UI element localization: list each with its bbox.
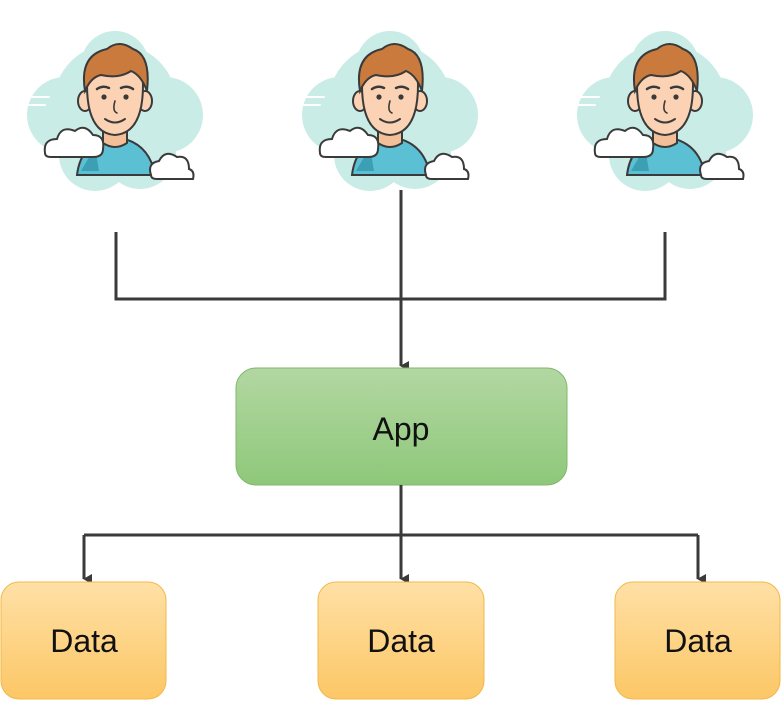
data-node-1: Data xyxy=(0,581,167,700)
connector-left-user xyxy=(114,232,401,301)
app-label: App xyxy=(373,411,430,447)
data-label: Data xyxy=(664,623,732,659)
app-node: App xyxy=(235,367,568,486)
data-label: Data xyxy=(367,623,435,659)
data-node-3: Data xyxy=(614,581,781,700)
connector-right-user xyxy=(401,232,667,301)
user-connectors xyxy=(114,190,667,371)
user-avatar-icon xyxy=(17,29,205,193)
data-label: Data xyxy=(50,623,118,659)
data-node-2: Data xyxy=(317,581,485,700)
user-avatar-icon xyxy=(292,29,480,193)
user-avatar-icon xyxy=(567,29,755,193)
data-connectors xyxy=(82,485,706,584)
